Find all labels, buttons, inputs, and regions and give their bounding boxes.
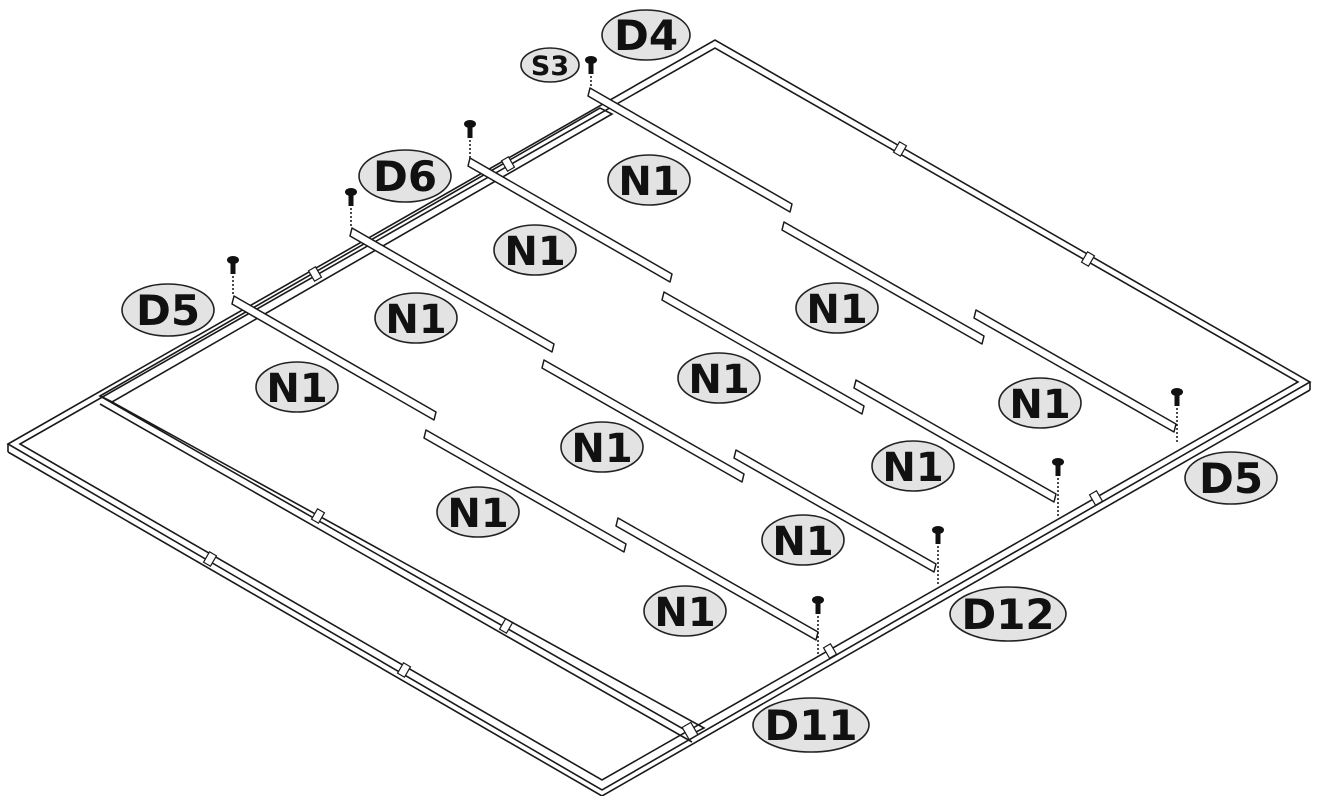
svg-text:N1: N1 [447,491,508,537]
outer-frame [6,39,1312,796]
svg-text:N1: N1 [266,366,327,412]
rail-row-2 [467,157,1057,503]
screw-icon [585,56,597,88]
label-n1: N1 [871,440,955,492]
label-n1: N1 [795,282,879,334]
frame-connectors [202,140,1104,741]
label-n1: N1 [677,352,761,404]
label-n1: N1 [436,486,520,538]
n1-rail [661,291,865,415]
svg-text:N1: N1 [806,287,867,333]
n1-rail [423,429,627,553]
n1-rail [853,379,1057,503]
screw-icon [1171,388,1183,444]
rail-row-3 [349,227,937,573]
screw-icon [227,256,239,294]
screw-icon [464,120,476,158]
rail-row-1 [587,87,1177,433]
n1-rail [231,295,437,421]
label-d11: D11 [752,697,870,753]
label-d6-text: D6 [373,152,437,201]
screw-icon [1052,458,1064,518]
label-n1: N1 [374,292,458,344]
svg-text:N1: N1 [772,519,833,565]
label-d5-left-text: D5 [136,286,200,335]
label-n1: N1 [998,377,1082,429]
screws [227,56,1183,656]
label-d11-text: D11 [764,701,857,750]
inner-frame [98,107,706,743]
n1-rail [733,449,937,573]
label-n1: N1 [643,585,727,637]
label-n1: N1 [255,361,339,413]
label-n1-text: N1 [654,590,715,636]
label-n1: N1 [607,154,691,206]
label-n1: N1 [493,224,577,276]
n1-rail [973,309,1177,433]
screw-icon [932,526,944,586]
svg-text:N1: N1 [504,229,565,275]
label-s3-text: S3 [531,51,569,82]
svg-text:N1: N1 [385,297,446,343]
label-n1: N1 [560,421,644,473]
label-d5-right-text: D5 [1199,454,1263,503]
screw-icon [812,596,824,656]
label-d12-text: D12 [961,590,1054,639]
label-s3: S3 [520,47,580,83]
svg-text:N1: N1 [1009,382,1070,428]
label-n1: N1 [761,514,845,566]
n1-labels: N1 N1 N1 N1 N1 N1 N1 N1 N1 N1 N1 N1 [255,154,1082,637]
label-d5-left: D5 [121,283,215,337]
svg-text:N1: N1 [571,426,632,472]
n1-rail [349,227,555,353]
label-d6: D6 [358,149,452,203]
svg-text:N1: N1 [688,357,749,403]
label-d4-text: D4 [614,11,678,60]
screw-icon [345,188,357,226]
svg-text:N1: N1 [618,159,679,205]
label-d5-right: D5 [1184,451,1278,505]
rail-row-4 [231,295,819,641]
n1-rail [467,157,673,283]
n1-rail [615,517,819,641]
svg-text:N1: N1 [882,445,943,491]
label-d4: D4 [601,9,691,61]
n1-rail [587,87,793,213]
n1-rail [781,221,985,345]
n1-rail [541,359,745,483]
label-d12: D12 [949,586,1067,642]
